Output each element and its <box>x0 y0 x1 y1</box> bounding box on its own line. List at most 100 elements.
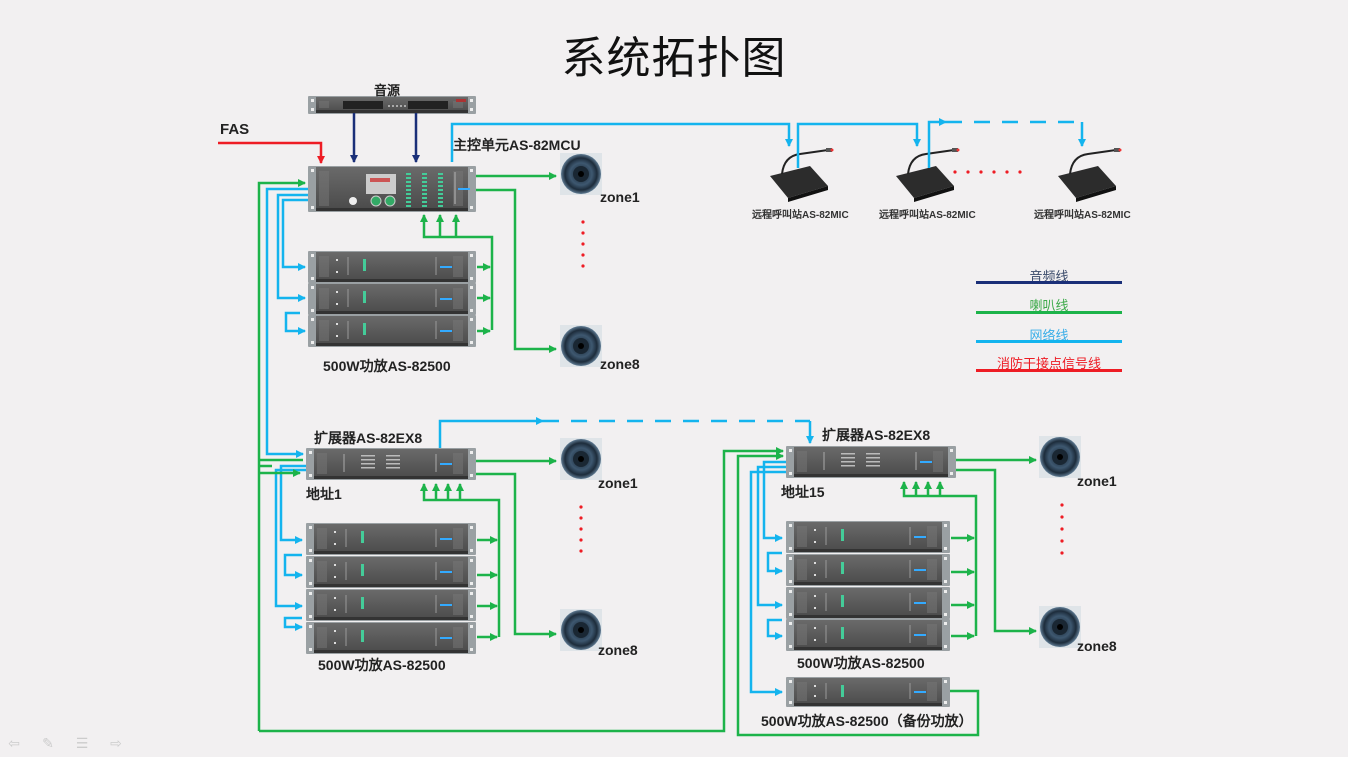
ellipsis-dot <box>1060 527 1064 531</box>
speaker-g2-zone1 <box>560 438 602 480</box>
menu-icon[interactable]: ☰ <box>75 736 89 752</box>
amp-group-3-label: 500W功放AS-82500 <box>797 655 925 671</box>
pen-icon[interactable]: ✎ <box>42 736 54 752</box>
wire <box>283 553 303 579</box>
speaker-g1-zone1 <box>560 153 602 195</box>
amp-g3-1 <box>786 521 950 553</box>
wire <box>736 452 980 737</box>
backup-amp-label: 500W功放AS-82500（备份功放） <box>761 713 973 729</box>
mic-station-3 <box>1058 148 1122 202</box>
ellipsis-dot <box>581 242 585 246</box>
wire <box>766 551 783 575</box>
amp-g2-2 <box>306 556 476 588</box>
zone-label-g3-last: zone8 <box>1077 638 1117 654</box>
wire <box>279 464 306 544</box>
speaker-g1-zone8 <box>560 325 602 367</box>
speaker-g3-zone1 <box>1039 436 1081 478</box>
mcu-device <box>308 166 476 212</box>
ellipsis-dot <box>953 170 957 174</box>
speaker-g2-zone8 <box>560 609 602 651</box>
wire <box>476 472 557 638</box>
ellipsis-dot <box>579 549 583 553</box>
expander-2-label: 扩展器AS-82EX8 <box>822 427 931 443</box>
ellipsis-dot <box>966 170 970 174</box>
ellipsis-dot <box>1060 539 1064 543</box>
ellipsis-dot <box>1018 170 1022 174</box>
legend-network-line <box>976 340 1122 343</box>
amp-g2-1 <box>306 523 476 555</box>
amp-g3-2 <box>786 554 950 586</box>
amp-g3-4 <box>786 619 950 651</box>
ellipsis-dot <box>579 516 583 520</box>
wire <box>276 193 308 302</box>
mic-2-label: 远程呼叫站AS-82MIC <box>879 210 976 221</box>
amp-g3-3 <box>786 587 950 619</box>
amp-g1-1 <box>308 251 476 283</box>
wire <box>956 468 1037 635</box>
wire <box>438 417 544 448</box>
zone-label-g1-last: zone8 <box>600 356 640 372</box>
amp-g1-3 <box>308 315 476 347</box>
wire <box>218 141 325 164</box>
slide-nav: ⇦ ✎ ☰ ⇨ <box>4 737 126 751</box>
mcu-label: 主控单元AS-82MCU <box>453 137 581 153</box>
ellipsis-dot <box>1060 515 1064 519</box>
ellipsis-dot <box>1060 551 1064 555</box>
wire <box>420 483 501 637</box>
wire <box>281 198 308 271</box>
amp-g2-3 <box>306 589 476 621</box>
ellipsis-dot <box>581 231 585 235</box>
wire <box>796 122 921 168</box>
legend-audio-line <box>976 281 1122 284</box>
ellipsis-dot <box>581 264 585 268</box>
next-arrow-icon[interactable]: ⇨ <box>110 736 122 752</box>
fas-label: FAS <box>220 121 250 138</box>
amp-g2-4 <box>306 622 476 654</box>
wire <box>274 468 306 610</box>
zone-label-g2-last: zone8 <box>598 642 638 658</box>
wire <box>284 311 306 335</box>
wire <box>450 122 793 162</box>
amp-group-1-label: 500W功放AS-82500 <box>323 358 451 374</box>
mic-1-label: 远程呼叫站AS-82MIC <box>752 210 849 221</box>
legend-fire-line <box>976 369 1122 372</box>
zone-label-g1-first: zone1 <box>600 189 640 205</box>
wire <box>265 187 308 458</box>
wire <box>259 447 784 733</box>
wire <box>762 460 786 542</box>
audio-source-label: 音源 <box>374 83 401 98</box>
mic-station-1 <box>770 148 834 202</box>
wire <box>257 179 306 731</box>
expander-2-device <box>786 446 956 478</box>
ellipsis-dot <box>1060 503 1064 507</box>
wire <box>283 616 303 631</box>
ellipsis-dot <box>979 170 983 174</box>
ellipsis-dot <box>581 253 585 257</box>
backup-amp-device <box>786 677 950 707</box>
expander-2-address: 地址15 <box>781 484 825 500</box>
zone-label-g3-first: zone1 <box>1077 473 1117 489</box>
mic-3-label: 远程呼叫站AS-82MIC <box>1034 210 1131 221</box>
speaker-g3-zone8 <box>1039 606 1081 648</box>
audio-source-device <box>308 96 476 114</box>
legend-speaker-line <box>976 311 1122 314</box>
amp-g1-2 <box>308 283 476 315</box>
expander-1-device <box>306 448 476 480</box>
diagram-title: 系统拓扑图 <box>561 33 787 84</box>
ellipsis-dot <box>1005 170 1009 174</box>
wire <box>476 188 557 353</box>
ellipsis-dot <box>992 170 996 174</box>
wire <box>766 618 783 640</box>
wire <box>756 465 786 609</box>
ellipsis-dot <box>579 505 583 509</box>
wire <box>749 470 786 696</box>
legend-speaker-label: 喇叭线 <box>1029 299 1069 314</box>
mic-station-2 <box>896 148 960 202</box>
ellipsis-dot <box>581 220 585 224</box>
wire <box>927 118 947 168</box>
prev-arrow-icon[interactable]: ⇦ <box>8 736 20 752</box>
amp-group-2-label: 500W功放AS-82500 <box>318 657 446 673</box>
zone-label-g2-first: zone1 <box>598 475 638 491</box>
